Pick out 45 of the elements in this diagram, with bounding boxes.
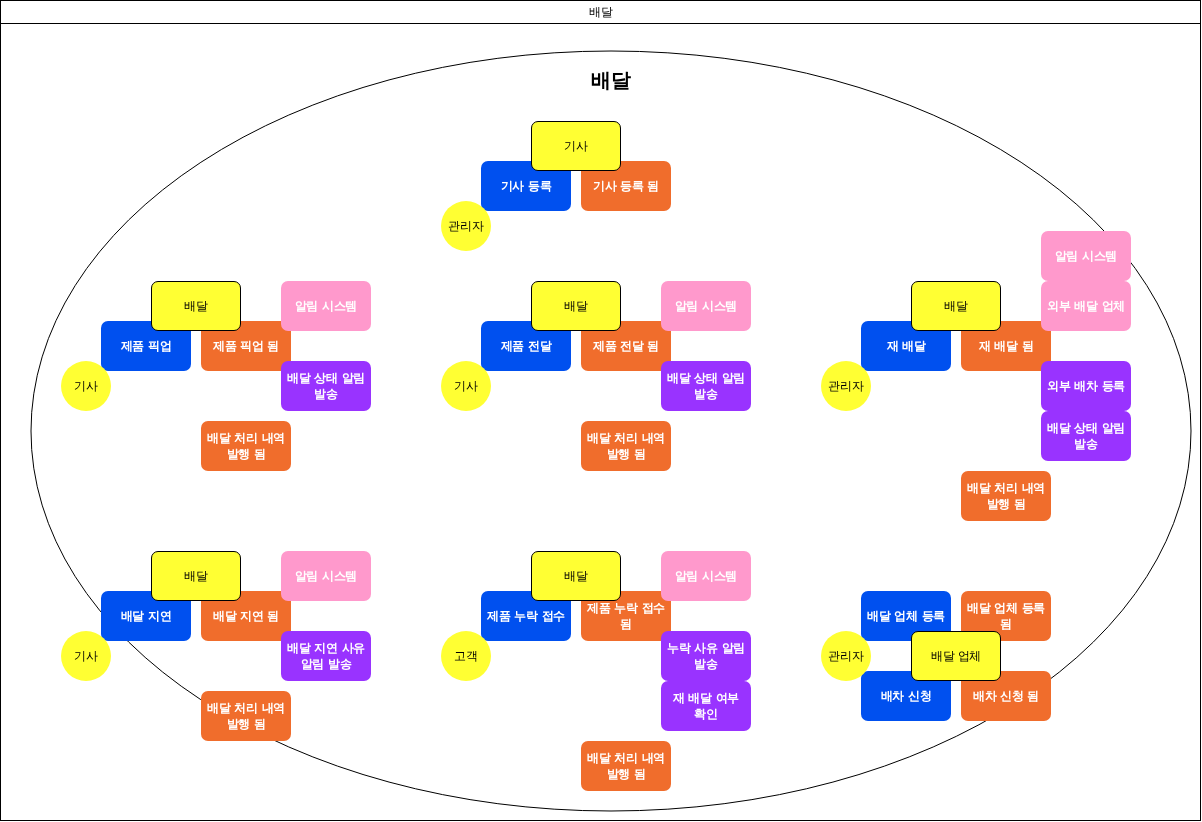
external-system-sticky: 외부 배달 업체 (1041, 281, 1131, 331)
event-sticky: 배달 처리 내역 발행 됨 (961, 471, 1051, 521)
command-sticky: 제품 전달 (481, 321, 571, 371)
event-sticky: 배달 처리 내역 발행 됨 (201, 691, 291, 741)
aggregate-sticky: 배달 (531, 551, 621, 601)
aggregate-sticky: 배달 (911, 281, 1001, 331)
external-system-sticky: 알림 시스템 (281, 551, 371, 601)
aggregate-sticky: 배달 (151, 551, 241, 601)
policy-sticky: 배달 지연 사유 알림 발송 (281, 631, 371, 681)
event-sticky: 배달 처리 내역 발행 됨 (201, 421, 291, 471)
policy-sticky: 외부 배차 등록 (1041, 361, 1131, 411)
aggregate-sticky: 배달 (151, 281, 241, 331)
external-system-sticky: 알림 시스템 (1041, 231, 1131, 281)
command-sticky: 제품 누락 접수 (481, 591, 571, 641)
actor-circle: 기사 (61, 361, 111, 411)
policy-sticky: 배달 상태 알림 발송 (1041, 411, 1131, 461)
actor-circle: 관리자 (441, 201, 491, 251)
policy-sticky: 배달 상태 알림 발송 (281, 361, 371, 411)
policy-sticky: 배달 상태 알림 발송 (661, 361, 751, 411)
actor-circle: 관리자 (821, 631, 871, 681)
command-sticky: 기사 등록 (481, 161, 571, 211)
event-sticky: 배차 신청 됨 (961, 671, 1051, 721)
policy-sticky: 누락 사유 알림 발송 (661, 631, 751, 681)
context-title: 배달 (591, 67, 631, 94)
actor-circle: 고객 (441, 631, 491, 681)
actor-circle: 기사 (61, 631, 111, 681)
event-sticky: 기사 등록 됨 (581, 161, 671, 211)
aggregate-sticky: 배달 (531, 281, 621, 331)
event-sticky: 배달 처리 내역 발행 됨 (581, 741, 671, 791)
aggregate-sticky: 기사 (531, 121, 621, 171)
external-system-sticky: 알림 시스템 (661, 281, 751, 331)
actor-circle: 기사 (441, 361, 491, 411)
policy-sticky: 재 배달 여부 확인 (661, 681, 751, 731)
command-sticky: 배달 업체 등록 (861, 591, 951, 641)
event-sticky: 배달 업체 등록 됨 (961, 591, 1051, 641)
event-sticky: 배달 처리 내역 발행 됨 (581, 421, 671, 471)
external-system-sticky: 알림 시스템 (281, 281, 371, 331)
command-sticky: 배달 지연 (101, 591, 191, 641)
command-sticky: 제품 픽업 (101, 321, 191, 371)
external-system-sticky: 알림 시스템 (661, 551, 751, 601)
command-sticky: 배차 신청 (861, 671, 951, 721)
frame-title: 배달 (1, 1, 1200, 24)
command-sticky: 재 배달 (861, 321, 951, 371)
actor-circle: 관리자 (821, 361, 871, 411)
aggregate-sticky: 배달 업체 (911, 631, 1001, 681)
